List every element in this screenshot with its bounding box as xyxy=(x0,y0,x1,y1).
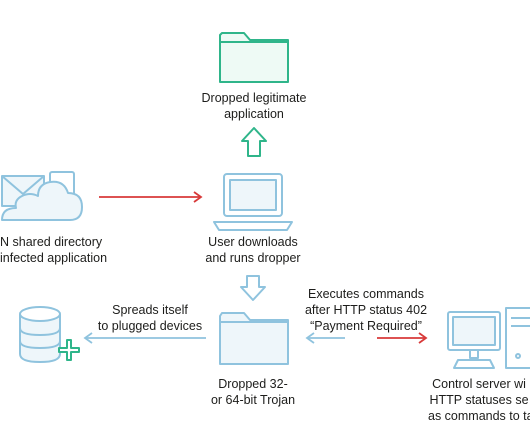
legitimate-app-label-line2: application xyxy=(224,107,284,121)
devices-database-plus-icon xyxy=(19,306,80,363)
control-server-label-line3: as commands to ta xyxy=(428,409,530,423)
legitimate-app-label-line1: Dropped legitimate xyxy=(201,91,307,105)
shared-directory-cloud-mail-icon xyxy=(1,171,83,221)
blue-arrow-to-trojan xyxy=(305,332,345,344)
legitimate-app-folder-icon xyxy=(219,32,289,83)
blue-arrow-to-devices xyxy=(83,332,206,344)
commands-label-line3: “Payment Required” xyxy=(310,319,422,333)
commands-label-line1: Executes commands xyxy=(307,287,425,301)
control-server-label-line1: Control server wi xyxy=(432,377,526,391)
user-laptop-icon xyxy=(213,173,293,231)
red-arrow-to-user xyxy=(99,191,203,203)
shared-directory-label-line2: infected application xyxy=(0,251,108,265)
trojan-label-line2: or 64-bit Trojan xyxy=(210,393,296,407)
up-arrow-icon xyxy=(241,127,267,157)
trojan-label-line1: Dropped 32- xyxy=(218,377,288,391)
devices-label-line2: to plugged devices xyxy=(97,319,203,333)
shared-directory-label: N shared directory infected application xyxy=(0,234,107,266)
user-label: User downloads and runs dropper xyxy=(173,234,333,266)
legitimate-app-label: Dropped legitimate application xyxy=(170,90,338,122)
devices-label: Spreads itself to plugged devices xyxy=(86,302,214,334)
control-server-label: Control server wi HTTP statuses se as co… xyxy=(428,376,530,424)
commands-label: Executes commands after HTTP status 402 … xyxy=(296,286,436,334)
commands-label-line2: after HTTP status 402 xyxy=(304,303,428,317)
devices-label-line1: Spreads itself xyxy=(112,303,188,317)
trojan-folder-icon xyxy=(219,312,289,365)
trojan-label: Dropped 32- or 64-bit Trojan xyxy=(183,376,323,408)
red-arrow-to-control-server xyxy=(377,332,428,344)
control-server-label-line2: HTTP statuses se xyxy=(429,393,529,407)
user-label-line1: User downloads xyxy=(208,235,298,249)
control-server-desktop-icon xyxy=(447,307,530,369)
user-label-line2: and runs dropper xyxy=(205,251,301,265)
down-arrow-icon xyxy=(240,275,266,301)
shared-directory-label-line1: N shared directory xyxy=(0,235,103,249)
